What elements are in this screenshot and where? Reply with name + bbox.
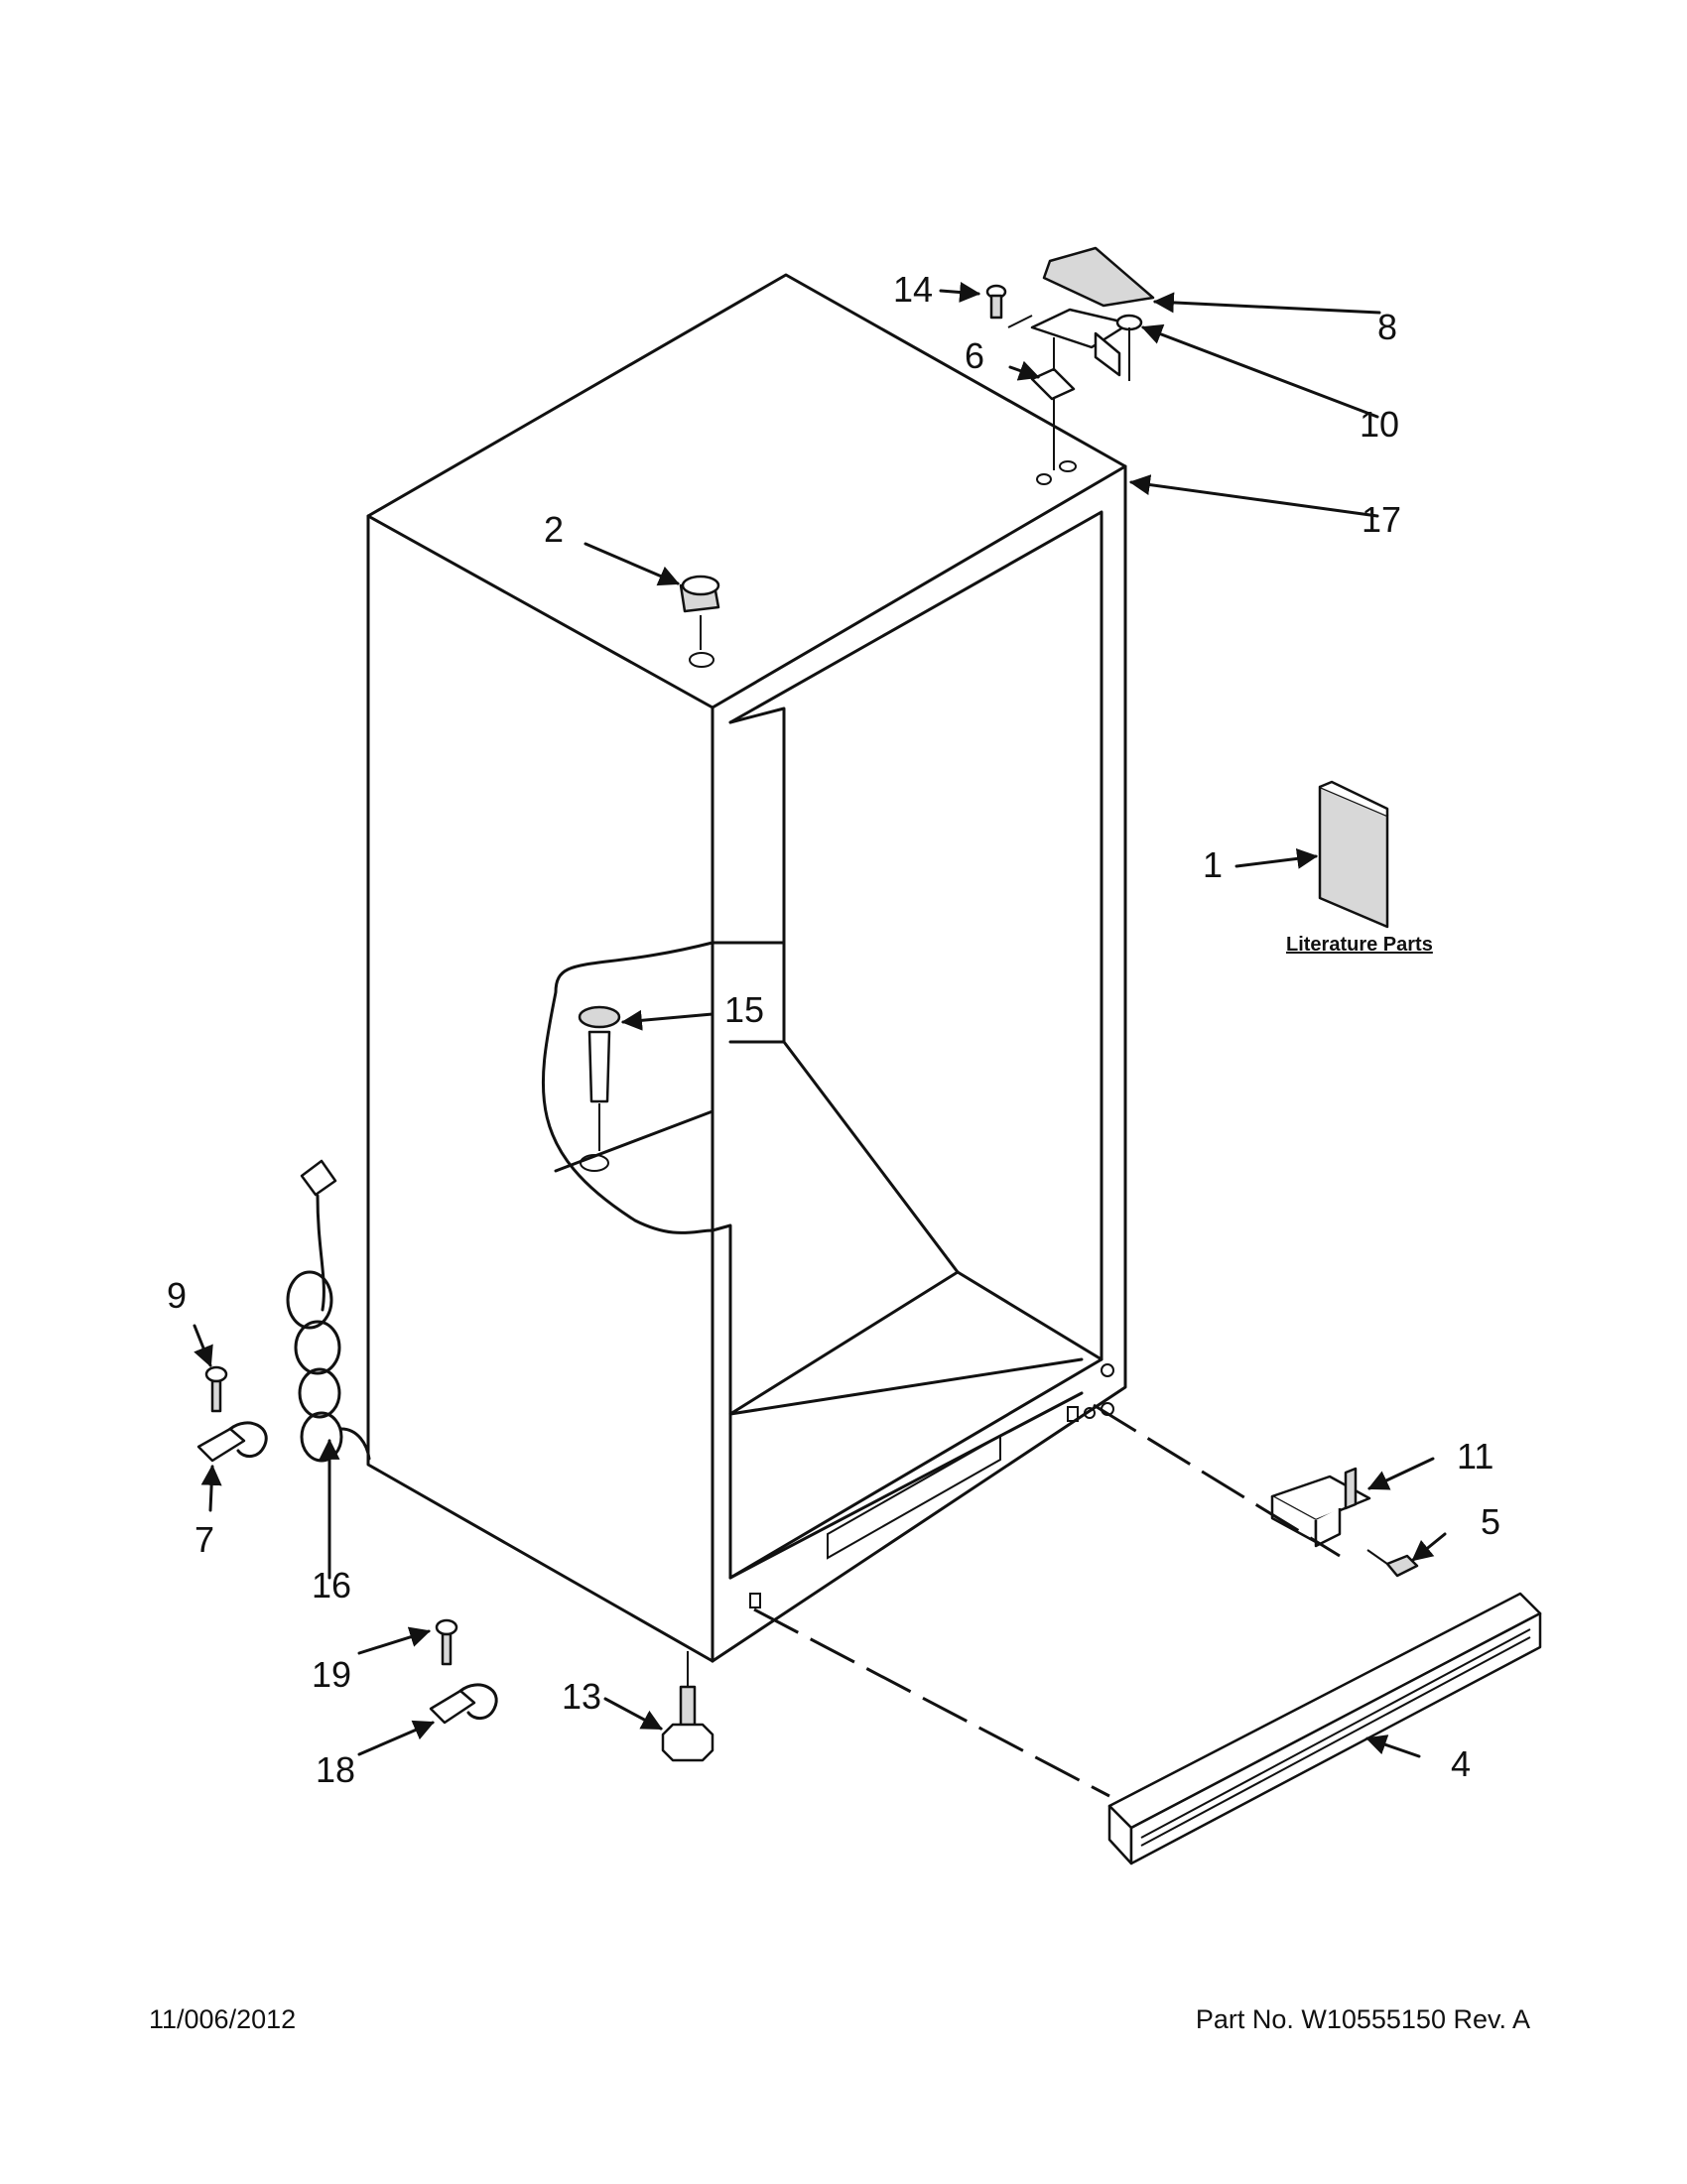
part-1-literature <box>1318 780 1389 929</box>
callout-15: 15 <box>724 989 764 1030</box>
footer-part-number: Part No. W10555150 Rev. A <box>1196 2004 1530 2034</box>
callout-8: 8 <box>1377 307 1397 347</box>
part-5-screw <box>1366 1549 1419 1578</box>
part-9-7-clamp <box>196 1365 268 1463</box>
callout-2: 2 <box>544 509 564 550</box>
callout-9: 9 <box>167 1275 187 1316</box>
hinge-assembly <box>985 246 1155 470</box>
cabinet <box>366 273 1127 1663</box>
callout-labels: 14 8 6 10 17 2 1 Literature Parts 15 9 7… <box>167 269 1500 1790</box>
callout-18: 18 <box>316 1749 355 1790</box>
callout-4: 4 <box>1451 1743 1471 1784</box>
part-16-power-cord <box>286 1159 371 1463</box>
callout-19: 19 <box>312 1654 351 1695</box>
callout-17: 17 <box>1362 499 1401 540</box>
callout-16: 16 <box>312 1565 351 1606</box>
callout-13: 13 <box>562 1676 601 1717</box>
callout-7: 7 <box>195 1519 214 1560</box>
part-15-drain <box>578 1005 621 1151</box>
part-4-grille <box>1107 1592 1542 1865</box>
footer-date: 11/006/2012 <box>149 2004 296 2034</box>
leader-lines <box>193 282 1447 1758</box>
callout-5: 5 <box>1481 1501 1500 1542</box>
callout-6: 6 <box>965 335 984 376</box>
callout-10: 10 <box>1360 404 1399 445</box>
callout-1: 1 <box>1203 844 1223 885</box>
literature-parts-label: Literature Parts <box>1286 934 1433 956</box>
callout-14: 14 <box>893 269 933 310</box>
part-2-plug <box>679 575 720 650</box>
callout-11: 11 <box>1457 1436 1493 1477</box>
part-19-18-clamp <box>429 1618 498 1725</box>
part-11-bracket <box>1270 1467 1371 1548</box>
part-13-leg <box>661 1651 714 1762</box>
